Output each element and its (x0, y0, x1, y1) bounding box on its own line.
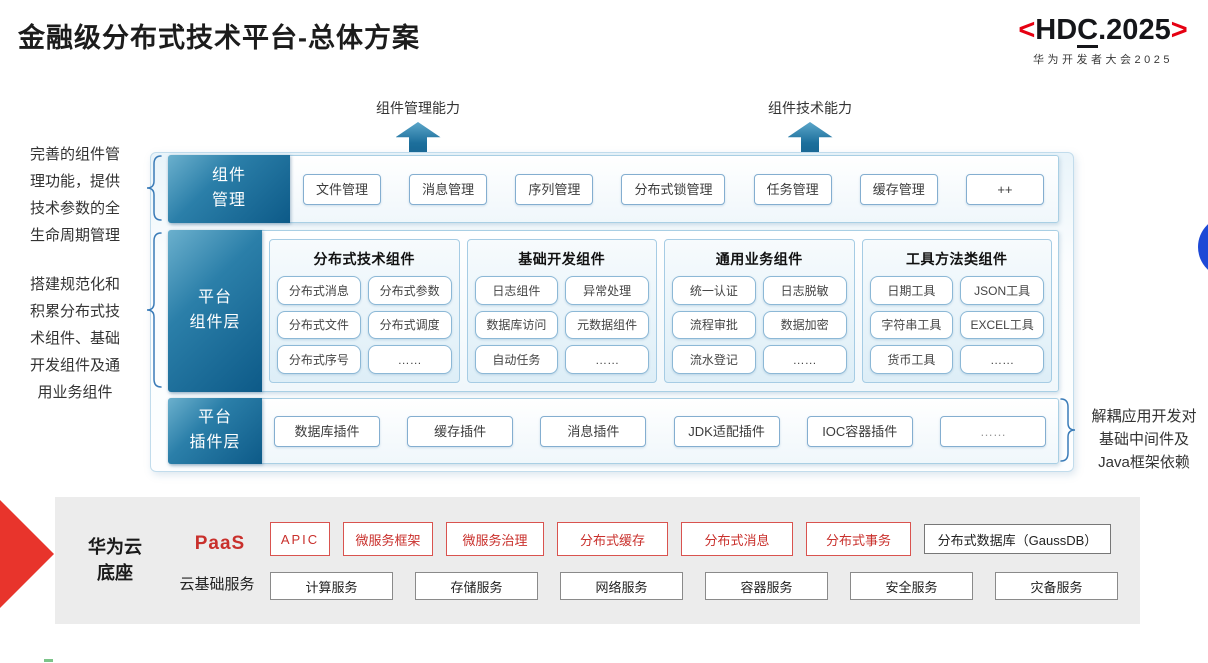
group-title: 通用业务组件 (715, 251, 803, 267)
huawei-cloud-foundation-panel (55, 497, 1140, 624)
chip-log-component: 日志组件 (474, 276, 559, 305)
note-decoupling: 解耦应用开发对 基础中间件及 Java框架依赖 (1091, 408, 1197, 471)
group-basic-dev: 基础开发组件 日志组件 异常处理 数据库访问 元数据组件 自动任务 …… (466, 239, 657, 383)
chip-ellipsis: …… (565, 345, 649, 374)
chip-ellipsis: …… (762, 345, 847, 374)
note-component-building: 搭建规范化和 积累分布式技 术组件、基础 开发组件及通 用业务组件 (29, 276, 120, 401)
cloud-basic-services-row: 计算服务 存储服务 网络服务 容器服务 安全服务 灾备服务 (270, 572, 1118, 600)
group-common-business: 通用业务组件 统一认证 日志脱敏 流程审批 数据加密 流水登记 …… (664, 239, 855, 383)
component-groups: 分布式技术组件 分布式消息 分布式参数 分布式文件 分布式调度 分布式序号 ……… (269, 239, 1052, 383)
chip-exception-handling: 异常处理 (565, 276, 649, 305)
chip-auto-task: 自动任务 (474, 345, 559, 374)
chip-data-encryption: 数据加密 (762, 310, 847, 340)
management-items: 文件管理 消息管理 序列管理 分布式锁管理 任务管理 缓存管理 ++ (303, 156, 1044, 222)
group-title: 工具方法类组件 (906, 251, 1008, 267)
page-title: 金融级分布式技术平台-总体方案 (18, 23, 420, 53)
chip-ellipsis: …… (939, 415, 1046, 447)
chip-distributed-message: 分布式消息 (277, 276, 361, 305)
chip-distributed-database-gaussdb: 分布式数据库（GaussDB） (924, 524, 1111, 554)
chip-task-management: 任务管理 (753, 173, 832, 205)
paas-services-row: APIC 微服务框架 微服务治理 分布式缓存 分布式消息 分布式事务 分布式数据… (270, 522, 1111, 556)
layer-label-component-management: 组件 管理 (168, 155, 290, 223)
chip-distributed-serial: 分布式序号 (277, 345, 361, 374)
chip-compute-service: 计算服务 (270, 572, 393, 600)
layer-label-platform-components: 平台 组件层 (168, 230, 262, 392)
chip-message-management: 消息管理 (409, 173, 488, 205)
chip-transaction-register: 流水登记 (672, 345, 756, 374)
chip-plus-plus: ++ (965, 173, 1044, 205)
chip-database-plugin: 数据库插件 (274, 415, 380, 447)
brace-left-row2 (146, 232, 162, 388)
layer-component-management: 组件 管理 文件管理 消息管理 序列管理 分布式锁管理 任务管理 缓存管理 ++ (168, 155, 1059, 223)
chip-message-plugin: 消息插件 (540, 415, 647, 447)
chip-excel-tool: EXCEL工具 (960, 310, 1044, 340)
chip-apic: APIC (270, 522, 330, 556)
capability-arrow-left: 组件管理能力 (372, 98, 464, 160)
chip-security-service: 安全服务 (850, 572, 973, 600)
layer-platform-components: 平台 组件层 分布式技术组件 分布式消息 分布式参数 分布式文件 分布式调度 分… (168, 230, 1059, 392)
chip-string-tool: 字符串工具 (869, 310, 954, 340)
chip-cache-management: 缓存管理 (859, 173, 938, 205)
chip-distributed-scheduling: 分布式调度 (367, 310, 452, 340)
arrow-left-label: 组件管理能力 (376, 100, 460, 116)
chip-ioc-container-plugin: IOC容器插件 (806, 415, 913, 447)
capability-arrow-right: 组件技术能力 (764, 98, 856, 160)
chip-process-approval: 流程审批 (672, 310, 756, 340)
blue-circle-decoration (1198, 216, 1208, 278)
paas-label: PaaS (194, 533, 246, 554)
group-title: 基础开发组件 (518, 251, 606, 267)
green-speck-decoration (44, 659, 53, 662)
foundation-label: 华为云 底座 (88, 537, 142, 583)
chip-distributed-file: 分布式文件 (277, 310, 361, 340)
logo-year: .2025 (1098, 14, 1171, 46)
chip-sequence-management: 序列管理 (515, 173, 594, 205)
chip-container-service: 容器服务 (705, 572, 828, 600)
hdc-logo-text: <HDC.2025> (1002, 14, 1204, 48)
group-items: 分布式消息 分布式参数 分布式文件 分布式调度 分布式序号 …… (277, 276, 452, 374)
group-title: 分布式技术组件 (313, 251, 415, 267)
brace-right-row3 (1060, 398, 1076, 462)
chip-distributed-cache: 分布式缓存 (557, 522, 668, 556)
group-items: 日期工具 JSON工具 字符串工具 EXCEL工具 货币工具 …… (869, 276, 1044, 374)
chip-metadata-component: 元数据组件 (565, 310, 649, 340)
chip-distributed-transaction: 分布式事务 (806, 522, 911, 556)
chip-storage-service: 存储服务 (415, 572, 538, 600)
chip-log-masking: 日志脱敏 (762, 276, 847, 305)
layer-label-platform-plugins: 平台 插件层 (168, 398, 262, 464)
chip-currency-tool: 货币工具 (869, 345, 954, 374)
chip-file-management: 文件管理 (303, 173, 382, 205)
plugin-items: 数据库插件 缓存插件 消息插件 JDK适配插件 IOC容器插件 …… (274, 399, 1046, 463)
hdc-2025-logo: <HDC.2025> 华为开发者大会2025 (1002, 14, 1204, 67)
chip-microservice-governance: 微服务治理 (446, 522, 544, 556)
arrow-right-label: 组件技术能力 (768, 100, 852, 116)
group-items: 日志组件 异常处理 数据库访问 元数据组件 自动任务 …… (474, 276, 649, 374)
chip-network-service: 网络服务 (560, 572, 683, 600)
note-component-management: 完善的组件管 理功能，提供 技术参数的全 生命周期管理 (29, 146, 120, 244)
chip-database-access: 数据库访问 (474, 310, 559, 340)
logo-open-angle-icon: < (1018, 14, 1036, 46)
chip-distributed-lock-management: 分布式锁管理 (621, 173, 726, 205)
chip-ellipsis: …… (960, 345, 1044, 374)
hdc-logo-subtitle: 华为开发者大会2025 (1033, 54, 1173, 66)
chip-date-tool: 日期工具 (869, 276, 954, 305)
logo-close-angle-icon: > (1170, 14, 1188, 46)
chip-microservice-framework: 微服务框架 (343, 522, 433, 556)
chip-disaster-recovery-service: 灾备服务 (995, 572, 1118, 600)
logo-hd: HD (1035, 14, 1078, 46)
chip-ellipsis: …… (367, 345, 452, 374)
group-distributed-tech: 分布式技术组件 分布式消息 分布式参数 分布式文件 分布式调度 分布式序号 …… (269, 239, 460, 383)
cloud-basic-services-label: 云基础服务 (179, 576, 255, 593)
logo-c-underlined: C (1077, 14, 1099, 48)
group-tool-methods: 工具方法类组件 日期工具 JSON工具 字符串工具 EXCEL工具 货币工具 …… (861, 239, 1052, 383)
chip-json-tool: JSON工具 (960, 276, 1044, 305)
chip-jdk-adapter-plugin: JDK适配插件 (673, 415, 780, 447)
brace-left-row1 (146, 155, 162, 221)
layer-platform-plugins: 平台 插件层 数据库插件 缓存插件 消息插件 JDK适配插件 IOC容器插件 …… (168, 398, 1059, 464)
group-items: 统一认证 日志脱敏 流程审批 数据加密 流水登记 …… (672, 276, 847, 374)
chip-distributed-parameter: 分布式参数 (367, 276, 452, 305)
chip-unified-auth: 统一认证 (672, 276, 756, 305)
chip-distributed-message-paas: 分布式消息 (681, 522, 793, 556)
chip-cache-plugin: 缓存插件 (407, 415, 514, 447)
red-arrow-icon (0, 500, 54, 608)
